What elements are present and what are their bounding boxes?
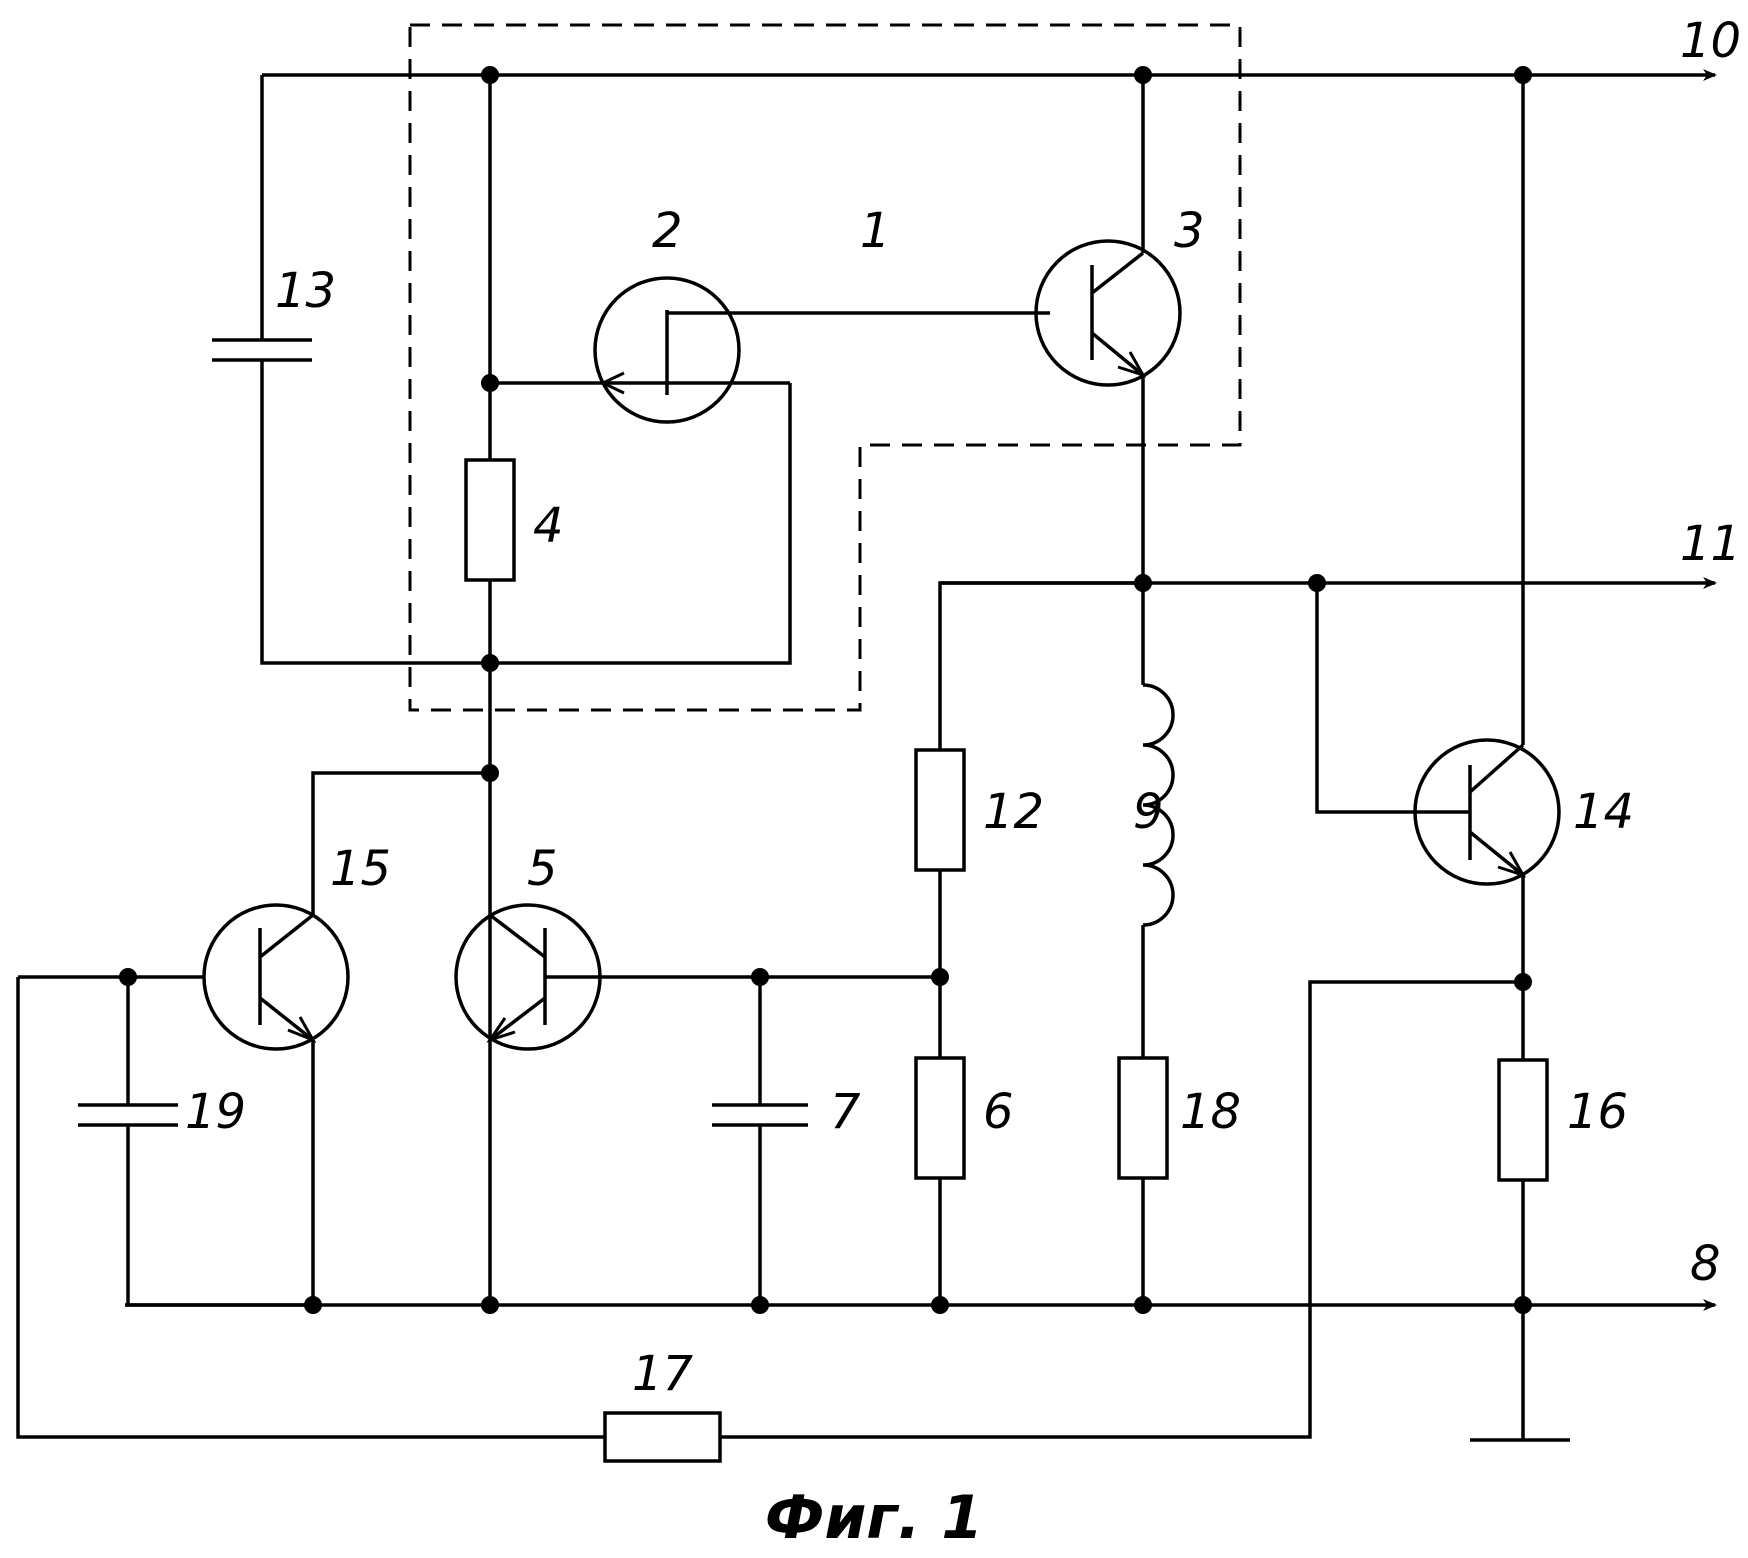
transistor-3 <box>1034 75 1182 583</box>
label-fet-2: 2 <box>652 203 683 259</box>
label-output-10: 10 <box>1680 13 1741 69</box>
label-capacitor-19: 19 <box>185 1084 246 1140</box>
label-resistor-16: 16 <box>1567 1084 1628 1140</box>
resistor-6 <box>914 1056 966 1180</box>
block-1-outline <box>408 23 1242 712</box>
capacitor-13 <box>212 75 490 665</box>
wire-column-r12 <box>938 581 1143 1305</box>
junction-dots <box>119 66 1532 1314</box>
resistor-4 <box>464 458 516 582</box>
label-resistor-17: 17 <box>632 1346 694 1402</box>
resistor-18 <box>1117 1056 1169 1180</box>
label-capacitor-13: 13 <box>275 263 336 319</box>
resistor-12 <box>914 748 966 872</box>
label-transistor-5: 5 <box>527 841 558 897</box>
resistor-17 <box>603 1411 722 1463</box>
capacitor-7 <box>600 975 940 1305</box>
transistor-14 <box>1315 75 1561 1060</box>
label-capacitor-7: 7 <box>830 1084 861 1140</box>
label-resistor-12: 12 <box>983 784 1044 840</box>
label-resistor-6: 6 <box>983 1084 1014 1140</box>
transistor-15 <box>202 771 490 1305</box>
label-transistor-15: 15 <box>330 841 391 897</box>
wire-feedback <box>16 977 1523 1439</box>
label-inductor-9: 9 <box>1133 784 1164 840</box>
label-output-8: 8 <box>1690 1236 1721 1292</box>
label-block-1: 1 <box>860 203 891 259</box>
label-output-11: 11 <box>1680 516 1741 572</box>
label-transistor-3: 3 <box>1174 203 1205 259</box>
label-transistor-14: 14 <box>1573 784 1634 840</box>
resistor-16 <box>1497 1058 1549 1182</box>
transistor-5 <box>454 903 602 1051</box>
fet-2 <box>593 276 1050 424</box>
label-resistor-4: 4 <box>533 498 564 554</box>
figure-caption: Фиг. 1 <box>765 1483 983 1553</box>
wire-column-left <box>488 75 792 1305</box>
label-resistor-18: 18 <box>1180 1084 1241 1140</box>
inductor-9 <box>1141 583 1175 1058</box>
capacitor-19 <box>18 975 313 1307</box>
